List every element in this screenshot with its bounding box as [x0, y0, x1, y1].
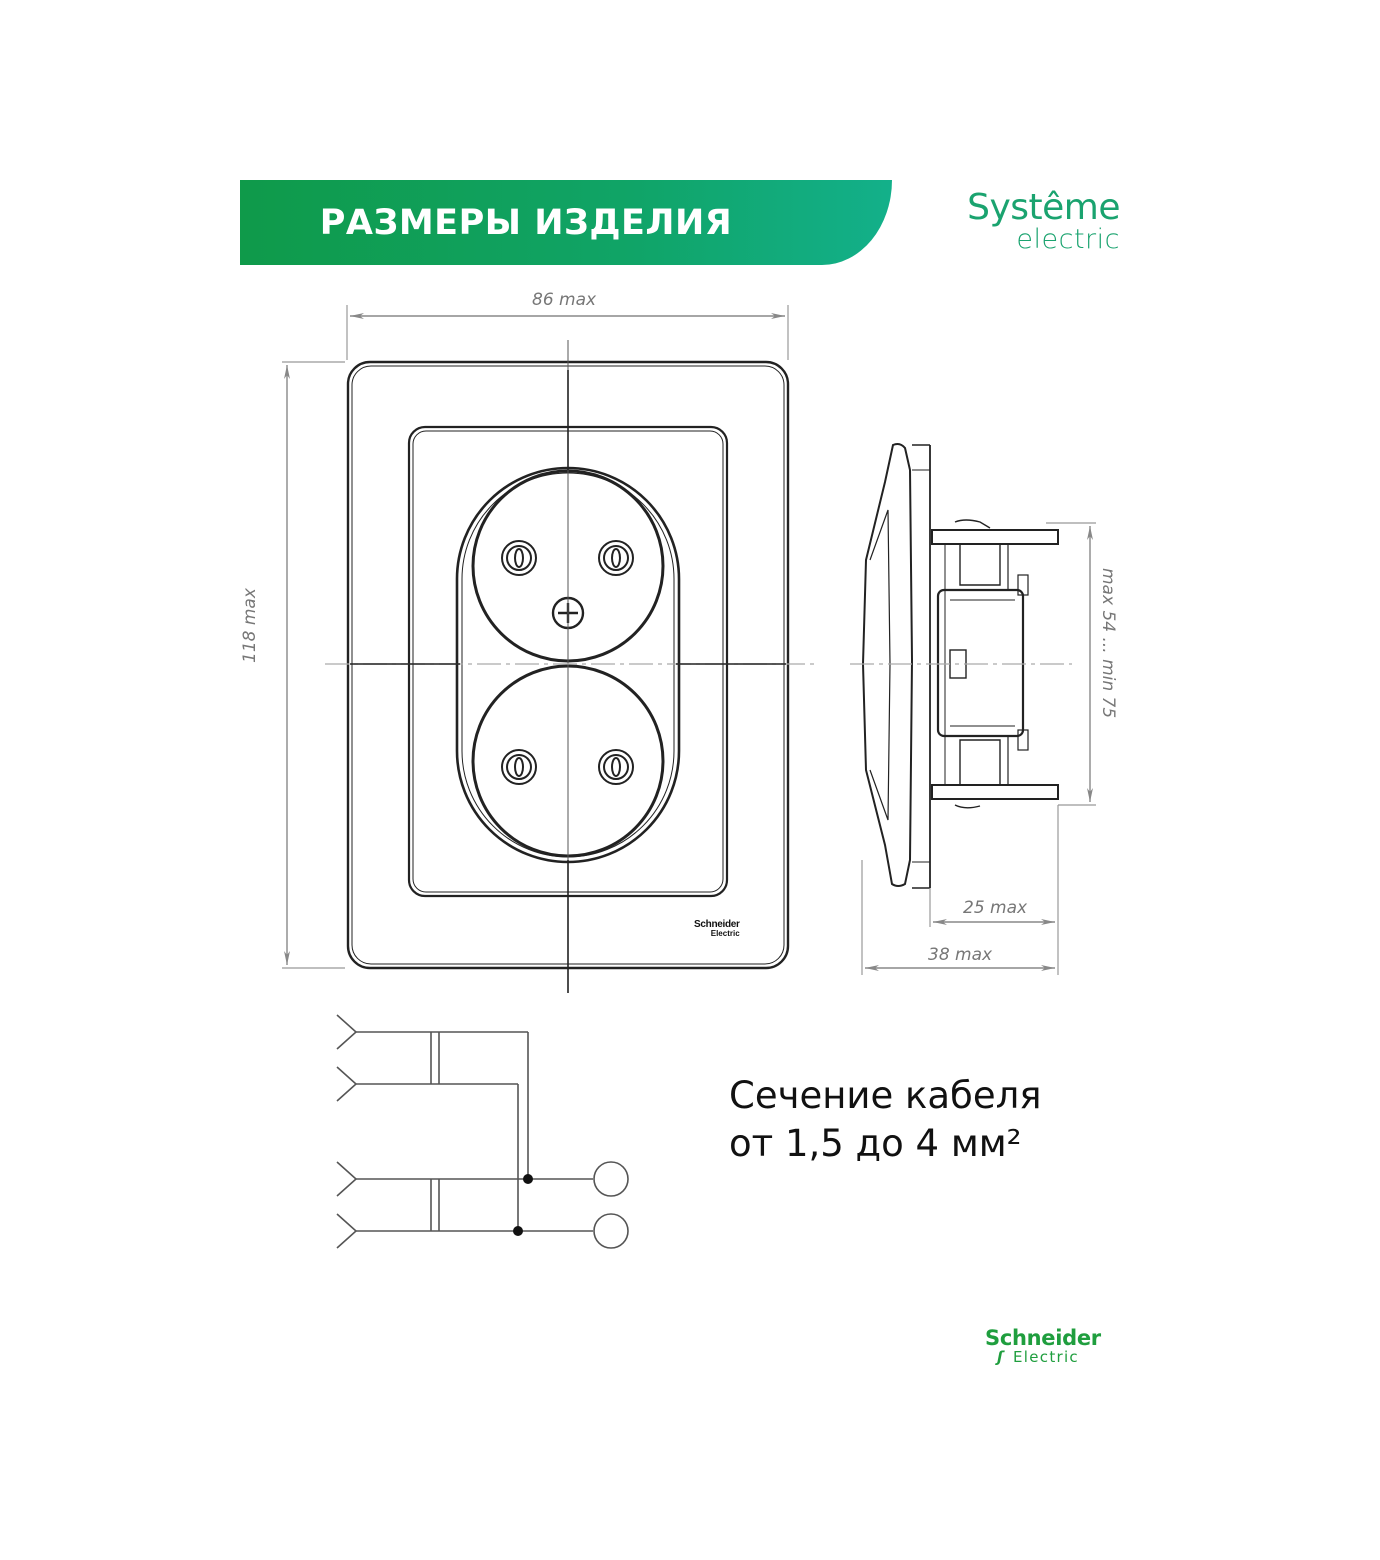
cable-note-line1: Сечение кабеля — [729, 1074, 1042, 1117]
height-dimension-label: 118 max — [240, 588, 260, 663]
inner-depth-label: 25 max — [963, 898, 1028, 918]
plate-logo-line1: Schneider — [694, 919, 740, 930]
systeme-electric-logo: Systême electric — [920, 190, 1120, 254]
total-depth-label: 38 max — [928, 945, 993, 965]
page-title: РАЗМЕРЫ ИЗДЕЛИЯ — [319, 202, 733, 243]
wiring-schematic — [336, 1014, 629, 1249]
cable-note-line2: от 1,5 до 4 мм² — [729, 1122, 1022, 1165]
schneider-electric-logo: Schneider ʃ Electric — [985, 1326, 1101, 1367]
brand-line1: Systême — [967, 187, 1120, 228]
plate-logo-line2: Electric — [710, 929, 740, 938]
footer-brand-line2: Electric — [1013, 1348, 1079, 1366]
cable-section-note: Сечение кабеля от 1,5 до 4 мм² — [729, 1072, 1042, 1168]
header-banner: РАЗМЕРЫ ИЗДЕЛИЯ — [240, 180, 892, 265]
width-dimension-label: 86 max — [532, 290, 597, 310]
footer-brand-line1: Schneider — [985, 1326, 1101, 1350]
mount-dimension-label: max 54 ... min 75 — [1098, 568, 1118, 719]
front-view — [282, 305, 815, 993]
brand-line2: electric — [1016, 224, 1120, 255]
plate-logo: Schneider Electric — [694, 919, 740, 939]
life-is-on-icon: ʃ — [997, 1348, 1005, 1366]
side-view — [850, 443, 1096, 975]
